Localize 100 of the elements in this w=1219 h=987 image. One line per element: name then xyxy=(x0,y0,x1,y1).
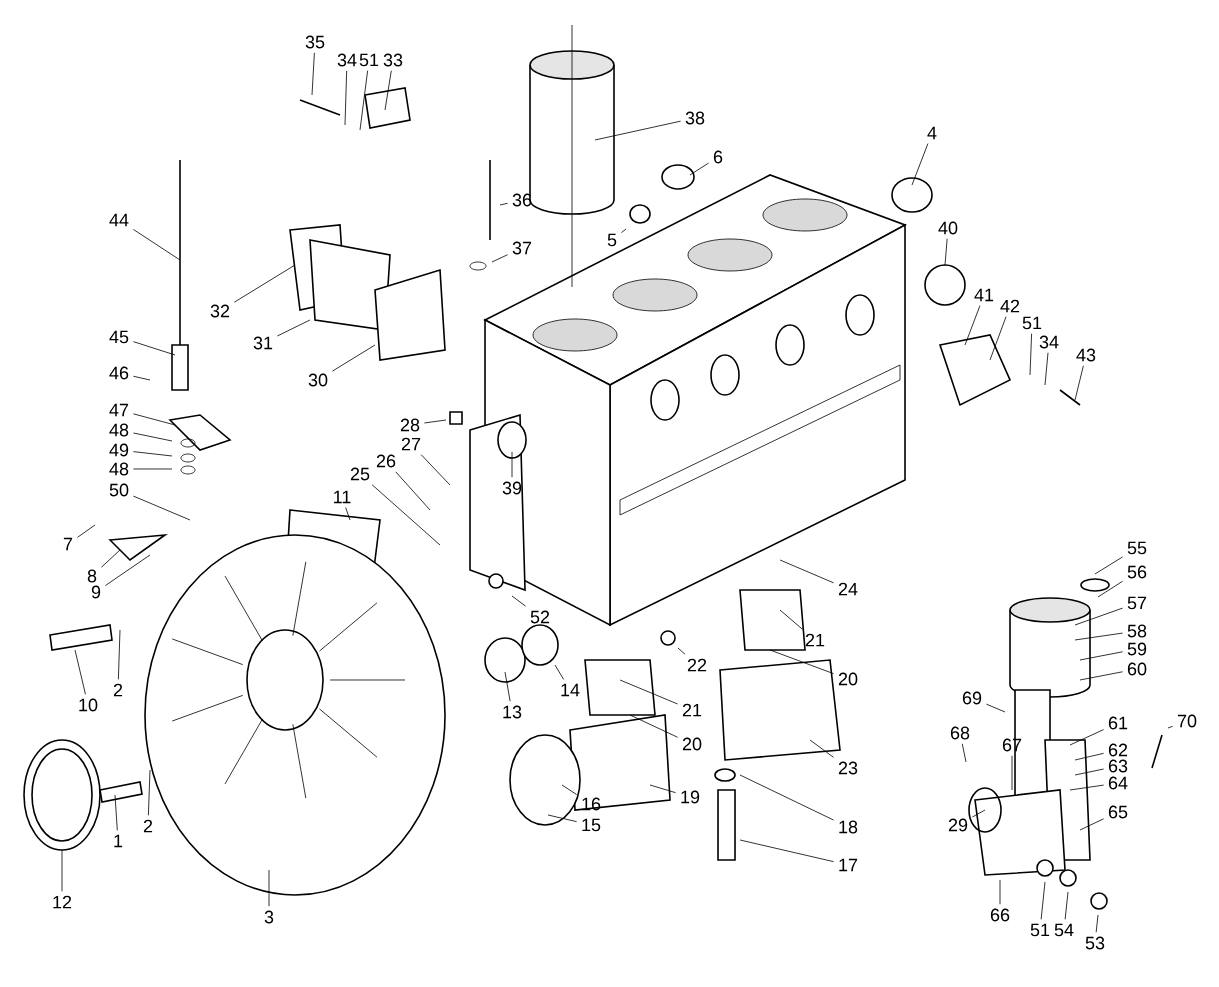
callout-number: 14 xyxy=(561,683,580,697)
leader-line xyxy=(133,468,173,470)
callout-number: 7 xyxy=(63,537,73,551)
leader-line xyxy=(359,70,369,131)
callout-number: 12 xyxy=(53,895,72,909)
callout-number: 13 xyxy=(503,705,522,719)
leader-line xyxy=(344,70,348,126)
leader-line xyxy=(117,629,121,680)
leader-line xyxy=(371,484,441,546)
leader-line xyxy=(1167,725,1173,729)
leader-line xyxy=(77,524,96,538)
leader-line xyxy=(1044,352,1049,386)
callout-number: 5 xyxy=(607,233,617,247)
leader-line xyxy=(739,839,834,863)
leader-line xyxy=(1074,752,1104,761)
leader-line xyxy=(594,120,681,141)
leader-line xyxy=(491,254,508,263)
callout-number: 1 xyxy=(114,834,123,848)
leader-line xyxy=(133,375,151,381)
callout-number: 52 xyxy=(530,610,550,624)
leader-line xyxy=(547,814,577,823)
callout-number: 39 xyxy=(502,481,522,495)
callout-number: 70 xyxy=(1177,714,1197,728)
callout-number: 69 xyxy=(962,691,982,705)
callout-number: 33 xyxy=(383,53,403,67)
leader-line xyxy=(1079,651,1123,661)
leader-line xyxy=(133,341,176,356)
leader-line xyxy=(504,671,511,702)
callout-number: 11 xyxy=(334,490,351,504)
callout-number: 17 xyxy=(839,858,858,872)
leader-line xyxy=(1097,580,1123,598)
leader-line xyxy=(1064,891,1069,920)
callout-number: 47 xyxy=(109,403,129,417)
callout-number: 4 xyxy=(927,126,937,140)
leader-line xyxy=(1074,632,1123,641)
leader-line xyxy=(311,52,315,96)
leader-line xyxy=(999,879,1001,905)
leader-line xyxy=(779,609,803,630)
callout-number: 60 xyxy=(1127,662,1147,676)
callout-number: 35 xyxy=(305,35,325,49)
leader-line xyxy=(345,507,351,521)
leader-line xyxy=(986,703,1006,713)
callout-number: 46 xyxy=(109,366,129,380)
callout-number: 48 xyxy=(109,462,129,476)
callout-number: 19 xyxy=(681,790,700,804)
callout-number: 66 xyxy=(990,908,1010,922)
callout-number: 57 xyxy=(1127,596,1147,610)
leader-line xyxy=(989,316,1007,361)
leader-line xyxy=(61,849,63,892)
callout-number: 37 xyxy=(512,241,532,255)
leader-line xyxy=(1079,818,1104,831)
leader-line xyxy=(1069,729,1104,746)
callout-number: 15 xyxy=(582,818,601,832)
callout-number: 23 xyxy=(838,761,858,775)
leader-line xyxy=(499,202,508,206)
callout-number: 8 xyxy=(87,569,97,583)
callout-number: 50 xyxy=(109,483,129,497)
leader-line xyxy=(511,595,527,607)
callout-number: 48 xyxy=(109,423,129,437)
leader-line xyxy=(809,739,834,758)
callout-number: 6 xyxy=(713,150,723,164)
callout-number: 61 xyxy=(1108,716,1128,730)
leader-line xyxy=(561,784,577,795)
leader-line xyxy=(972,809,986,818)
leader-line xyxy=(105,554,151,586)
callout-number: 27 xyxy=(401,437,421,451)
callout-number: 10 xyxy=(79,698,98,712)
leader-line xyxy=(1040,881,1046,920)
leader-line xyxy=(1079,671,1123,681)
leader-line xyxy=(649,784,676,794)
leader-line xyxy=(1074,768,1104,776)
leader-line xyxy=(554,664,565,680)
leader-line xyxy=(133,229,181,261)
callout-number: 51 xyxy=(359,53,379,67)
callout-number: 24 xyxy=(838,582,858,596)
callout-number: 42 xyxy=(1000,299,1020,313)
leader-line xyxy=(1095,914,1099,933)
callout-number: 31 xyxy=(253,336,273,350)
leader-line xyxy=(268,869,270,907)
leader-line xyxy=(1011,755,1013,791)
callout-number: 21 xyxy=(682,703,702,717)
callout-number: 43 xyxy=(1076,348,1096,362)
leader-line xyxy=(133,432,173,442)
leader-line xyxy=(133,451,173,457)
leader-line xyxy=(511,451,513,478)
leader-line xyxy=(332,344,376,372)
leader-line xyxy=(101,549,121,568)
callout-number: 45 xyxy=(109,330,129,344)
callout-number: 30 xyxy=(308,373,328,387)
leader-line xyxy=(420,454,451,486)
leader-line xyxy=(1069,784,1104,791)
callout-number: 20 xyxy=(682,737,702,751)
leader-line xyxy=(1094,556,1123,575)
callout-number: 59 xyxy=(1127,642,1147,656)
leader-line xyxy=(769,649,834,675)
callout-number: 29 xyxy=(948,818,968,832)
callout-number: 56 xyxy=(1127,565,1147,579)
callout-number: 65 xyxy=(1108,805,1128,819)
leader-line xyxy=(677,647,686,655)
leader-line xyxy=(1074,365,1084,401)
